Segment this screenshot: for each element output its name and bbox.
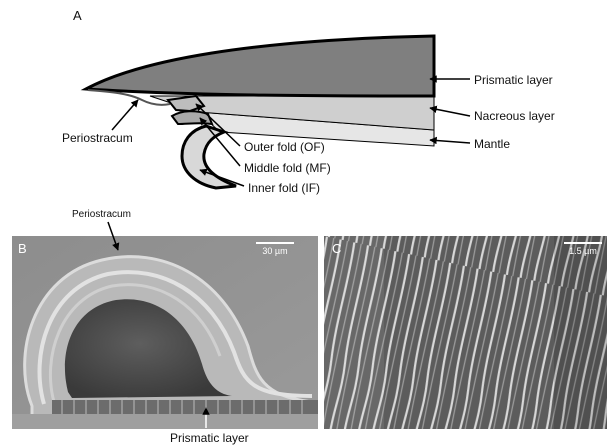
panel-c-scale-text: 1.5 µm xyxy=(564,246,602,256)
outer-fold-shape xyxy=(168,96,204,111)
arrow-mantle xyxy=(430,140,470,143)
arrow-periostracum xyxy=(112,100,138,130)
prismatic-layer-shape xyxy=(86,36,434,96)
panel-b-micrograph: B 30 µm xyxy=(12,236,318,429)
arrow-nacreous xyxy=(430,108,470,116)
panel-c-letter: C xyxy=(332,242,341,256)
label-outer-fold: Outer fold (OF) xyxy=(244,140,325,154)
panel-b-letter: B xyxy=(18,242,27,256)
panel-b-periostracum-label: Periostracum xyxy=(72,208,131,222)
panel-b-scale-text: 30 µm xyxy=(256,246,294,256)
panel-b-scale-bar: 30 µm xyxy=(256,242,294,256)
panel-b-prismatic-label: Prismatic layer xyxy=(170,431,249,445)
label-periostracum: Periostracum xyxy=(62,131,133,145)
label-middle-fold: Middle fold (MF) xyxy=(244,161,331,175)
label-inner-fold: Inner fold (IF) xyxy=(248,181,320,195)
label-prismatic-layer: Prismatic layer xyxy=(474,73,553,87)
panel-c-micrograph: C 1.5 µm xyxy=(324,236,607,429)
label-mantle: Mantle xyxy=(474,137,510,151)
panel-c-scale-bar: 1.5 µm xyxy=(564,242,602,256)
label-nacreous-layer: Nacreous layer xyxy=(474,109,555,123)
